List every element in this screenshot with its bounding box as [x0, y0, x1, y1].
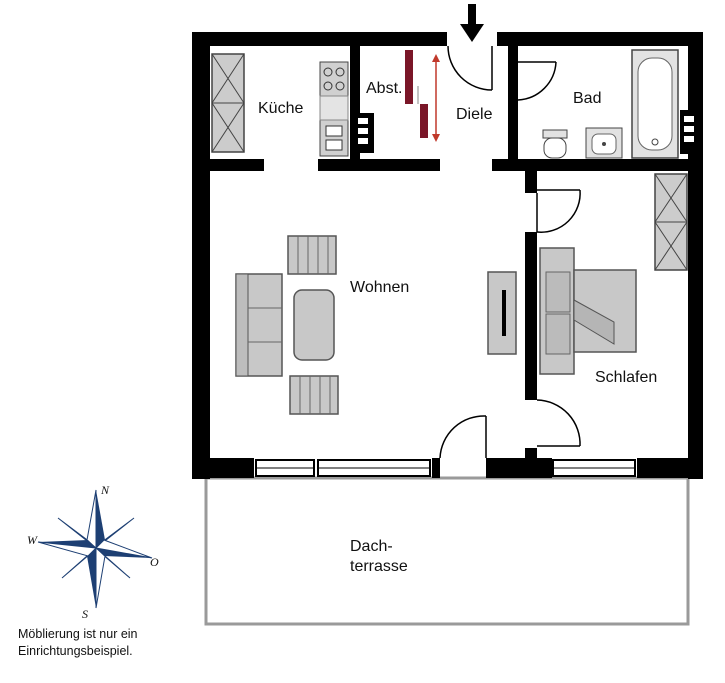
storage-shelf — [405, 50, 440, 142]
tv-cabinet — [487, 271, 517, 355]
terrace-outline — [204, 476, 690, 626]
toilet-icon — [542, 129, 568, 159]
room-label-abstellraum: Abst. — [366, 80, 402, 97]
furnishing-note-line2: Einrichtungsbeispiel. — [18, 644, 133, 658]
wardrobe — [654, 173, 688, 271]
furnishing-note-line1: Möblierung ist nur ein — [18, 627, 138, 641]
window-notches — [358, 116, 694, 144]
room-label-kueche: Küche — [258, 100, 303, 117]
washbasin-icon — [585, 127, 623, 159]
sink-icon — [319, 119, 349, 157]
kitchen-cabinet — [211, 53, 245, 153]
compass-east-label: O — [150, 555, 159, 569]
doors — [439, 45, 581, 459]
room-label-terrasse-line1: Dach- — [350, 538, 393, 555]
room-label-wohnen: Wohnen — [350, 279, 409, 296]
bed — [539, 247, 637, 375]
compass-south-label: S — [82, 607, 88, 621]
compass-west-label: W — [27, 533, 38, 547]
room-label-bad: Bad — [573, 90, 601, 107]
coffee-table — [293, 289, 335, 361]
stove-icon — [319, 61, 349, 97]
entrance-arrow-icon — [460, 4, 484, 42]
furnishing-note: Möblierung ist nur ein Einrichtungsbeisp… — [18, 626, 218, 660]
room-label-schlafen: Schlafen — [595, 369, 657, 386]
armchair-top — [287, 235, 337, 275]
sofa — [235, 273, 283, 377]
room-label-terrasse-line2: terrasse — [350, 558, 408, 575]
bathtub-icon — [631, 49, 679, 159]
compass-rose-icon — [37, 489, 153, 609]
compass-north-label: N — [100, 483, 110, 497]
room-label-diele: Diele — [456, 106, 493, 123]
armchair-bottom — [289, 375, 339, 415]
